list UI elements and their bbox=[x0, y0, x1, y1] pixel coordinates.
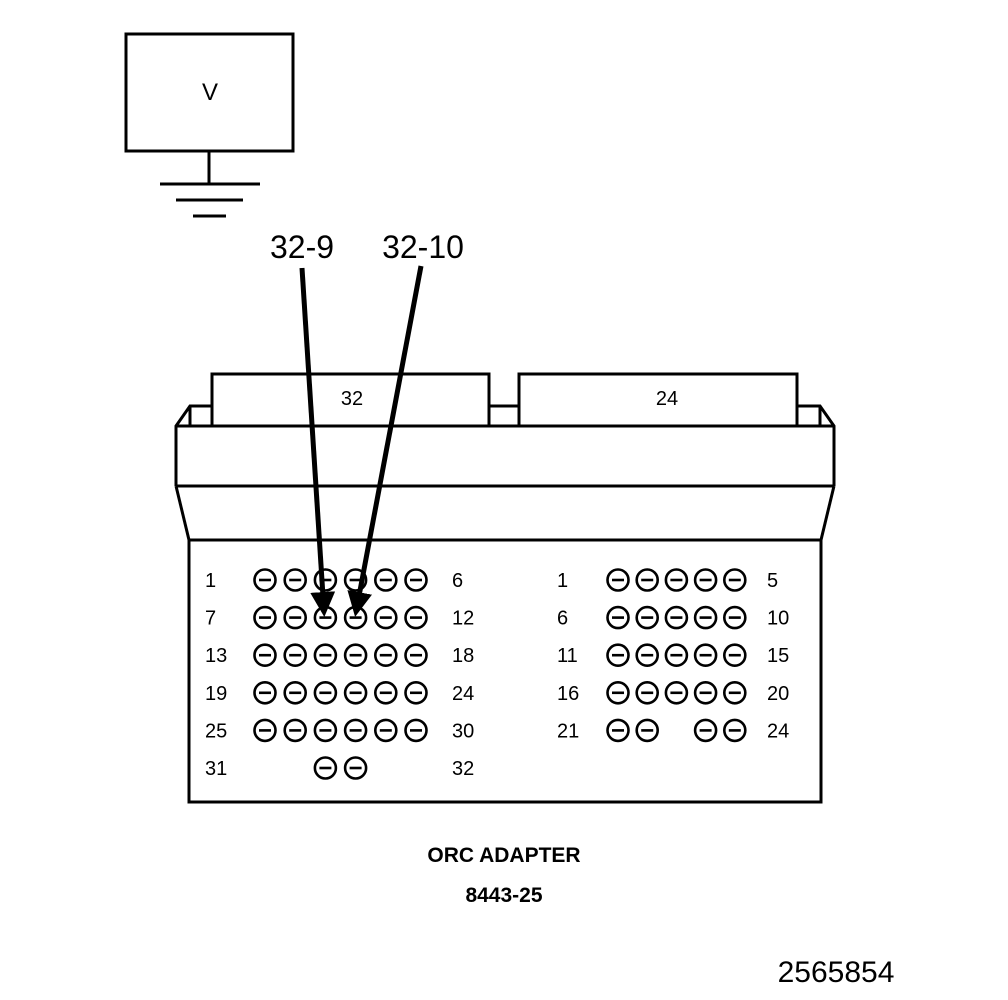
connector-24-pin-13 bbox=[664, 643, 689, 668]
connector-32-pin-7 bbox=[253, 605, 277, 630]
connector-32-pin-30 bbox=[404, 718, 428, 743]
connector-32-pin-18 bbox=[404, 643, 428, 668]
connector-24-pin-18 bbox=[664, 680, 689, 705]
connector-32-pin-28 bbox=[343, 718, 368, 743]
connector-32-pin-15 bbox=[313, 643, 338, 668]
connector-24-pin-24 bbox=[722, 718, 747, 743]
connector-tab-24-label: 24 bbox=[656, 388, 678, 410]
connector-24-pin-22 bbox=[635, 718, 660, 743]
adapter-upper-housing bbox=[174, 404, 836, 486]
connector-32-row-start-label: 19 bbox=[205, 683, 227, 705]
connector-24-pin-7 bbox=[635, 605, 660, 630]
connector-24-pin-17 bbox=[635, 680, 660, 705]
connector-32-pin-32 bbox=[343, 756, 368, 780]
connector-32-pin-17 bbox=[373, 643, 398, 668]
connector-24-pin-9 bbox=[693, 605, 718, 630]
connector-32-pin-27 bbox=[313, 718, 338, 743]
connector-32-pin-26 bbox=[283, 718, 308, 743]
connector-24-pin-21 bbox=[606, 718, 630, 743]
connector-24-row-end-label: 5 bbox=[767, 570, 778, 592]
connector-24-row-start-label: 21 bbox=[557, 720, 579, 742]
connector-32-pin-20 bbox=[283, 680, 308, 705]
connector-24-row-start-label: 6 bbox=[557, 608, 568, 630]
connector-24-pin-3 bbox=[664, 568, 689, 592]
connector-32-row-start-label: 13 bbox=[205, 645, 227, 667]
connector-24-pin-1 bbox=[606, 568, 630, 592]
probe-lead-32-10 bbox=[347, 265, 424, 617]
connector-32-pin-grid: 1 6 7 12 13 18 19 24 25 30 31 32 bbox=[205, 568, 474, 780]
connector-24-pin-15 bbox=[722, 643, 747, 668]
connector-32-pin-8 bbox=[283, 605, 308, 630]
connector-32-pin-2 bbox=[283, 568, 308, 592]
connector-32-pin-24 bbox=[404, 680, 428, 705]
connector-32-pin-12 bbox=[404, 605, 428, 630]
connector-32-row-end-label: 12 bbox=[452, 608, 474, 630]
connector-32-pin-3 bbox=[313, 568, 338, 592]
voltmeter-label: V bbox=[202, 79, 218, 106]
connector-32-pin-21 bbox=[313, 680, 338, 705]
connector-24-pin-6 bbox=[606, 605, 630, 630]
connector-24-row-start-label: 1 bbox=[557, 570, 568, 592]
adapter-part-number: 8443-25 bbox=[465, 884, 542, 907]
connector-24-pin-19 bbox=[693, 680, 718, 705]
adapter-pin-face bbox=[187, 538, 823, 804]
connector-24-row-end-label: 20 bbox=[767, 683, 789, 705]
voltmeter: V bbox=[124, 32, 295, 218]
connector-24-pin-2 bbox=[635, 568, 660, 592]
connector-24-pin-16 bbox=[606, 680, 630, 705]
connector-32-row-start-label: 25 bbox=[205, 720, 227, 742]
connector-32-pin-22 bbox=[343, 680, 368, 705]
probe-lead-32-9 bbox=[299, 267, 336, 617]
connector-24-pin-8 bbox=[664, 605, 689, 630]
connector-32-row-end-label: 30 bbox=[452, 720, 474, 742]
connector-24-pin-20 bbox=[722, 680, 747, 705]
probe-label-32-10: 32-10 bbox=[382, 229, 464, 265]
connector-32-pin-16 bbox=[343, 643, 368, 668]
connector-24-pin-5 bbox=[722, 568, 747, 592]
connector-24-pin-10 bbox=[722, 605, 747, 630]
connector-32-row-end-label: 24 bbox=[452, 683, 474, 705]
connector-24-pin-14 bbox=[693, 643, 718, 668]
connector-24-row-start-label: 11 bbox=[557, 645, 578, 667]
connector-32-pin-19 bbox=[253, 680, 277, 705]
connector-24-row-end-label: 10 bbox=[767, 608, 789, 630]
connector-32-pin-14 bbox=[283, 643, 308, 668]
connector-32-row-start-label: 7 bbox=[205, 608, 216, 630]
connector-24-pin-11 bbox=[606, 643, 630, 668]
connector-24-pin-23 bbox=[693, 718, 718, 743]
connector-24-row-start-label: 16 bbox=[557, 683, 579, 705]
connector-32-row-start-label: 31 bbox=[205, 758, 227, 780]
connector-24-row-end-label: 15 bbox=[767, 645, 789, 667]
connector-32-pin-6 bbox=[404, 568, 428, 592]
adapter-title: ORC ADAPTER bbox=[427, 844, 580, 867]
connector-tab-24 bbox=[517, 372, 799, 428]
ground-icon bbox=[160, 182, 260, 218]
connector-32-pin-25 bbox=[253, 718, 277, 743]
orc-adapter-body: 32 24 bbox=[174, 372, 836, 804]
connector-32-row-end-label: 32 bbox=[452, 758, 474, 780]
probe-label-32-9: 32-9 bbox=[270, 229, 334, 265]
connector-32-pin-13 bbox=[253, 643, 277, 668]
connector-32-row-end-label: 6 bbox=[452, 570, 463, 592]
connector-24-pin-12 bbox=[635, 643, 660, 668]
connector-32-pin-23 bbox=[373, 680, 398, 705]
connector-32-pin-11 bbox=[373, 605, 398, 630]
connector-24-pin-4 bbox=[693, 568, 718, 592]
figure-id: 2565854 bbox=[778, 956, 895, 989]
connector-tab-32-label: 32 bbox=[341, 388, 363, 410]
connector-32-pin-1 bbox=[253, 568, 277, 592]
connector-32-pin-31 bbox=[313, 756, 338, 780]
connector-24-row-end-label: 24 bbox=[767, 720, 789, 742]
connector-32-pin-5 bbox=[373, 568, 398, 592]
connector-32-row-start-label: 1 bbox=[205, 570, 216, 592]
connector-32-row-end-label: 18 bbox=[452, 645, 474, 667]
connector-32-pin-29 bbox=[373, 718, 398, 743]
connector-tab-32 bbox=[210, 372, 491, 428]
